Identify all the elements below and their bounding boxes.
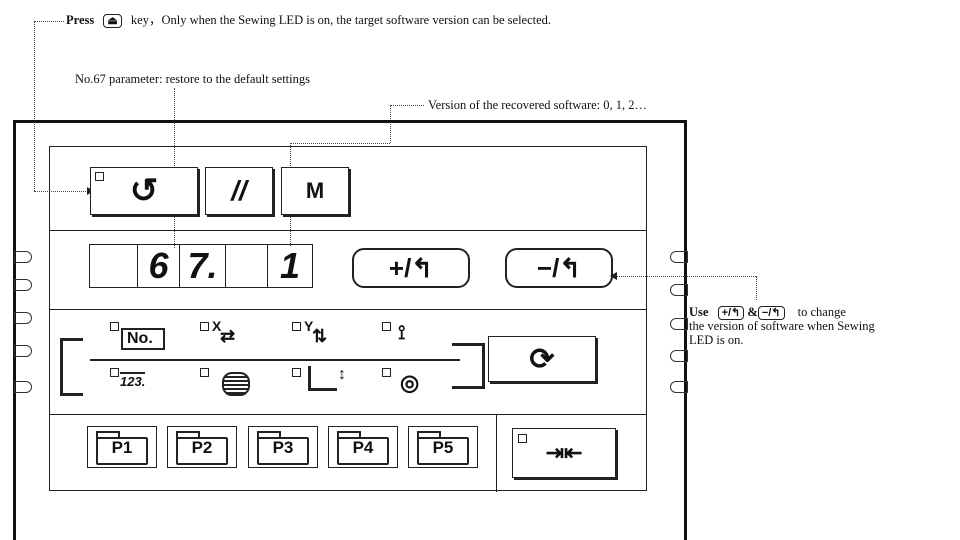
leader-line [34, 191, 90, 192]
side-led [670, 381, 688, 393]
side-led [14, 279, 32, 291]
control-panel [13, 120, 687, 540]
y-feed-icon: Y [304, 318, 314, 334]
divider [50, 230, 646, 231]
no-led [110, 322, 119, 331]
leader-line [290, 143, 390, 144]
side-led [670, 284, 688, 296]
leader-line [390, 105, 391, 143]
side-led [14, 345, 32, 357]
sewing-key-icon: ⏏ [103, 14, 122, 28]
divider [50, 309, 646, 310]
side-led [14, 381, 32, 393]
leader-line [756, 276, 757, 300]
sewing-led [518, 434, 527, 443]
leader-line [390, 105, 424, 106]
tension-led [382, 368, 391, 377]
side-led [670, 318, 688, 330]
bracket-right [452, 343, 485, 389]
press-key-note: Press ⏏ key，Only when the Sewing LED is … [66, 13, 552, 28]
panel-face [49, 146, 647, 492]
y-feed-led [292, 322, 301, 331]
x-feed-arrows-icon: ⇄ [220, 326, 236, 346]
minus-button[interactable]: −/↰ [505, 248, 613, 288]
arrow-head [610, 272, 617, 280]
menu-button[interactable]: M [281, 167, 349, 215]
leader-line [34, 21, 64, 22]
x-feed-led [200, 322, 209, 331]
x-feed-icon: X [212, 318, 222, 334]
use-note-line3: LED is on. [689, 333, 744, 347]
side-led [14, 251, 32, 263]
side-led [14, 312, 32, 324]
digit [226, 245, 268, 287]
param-note: No.67 parameter: restore to the default … [75, 72, 310, 86]
cycle-button[interactable]: ⟳ [488, 336, 596, 382]
divider [496, 414, 497, 492]
reset-button[interactable]: ↺ [90, 167, 198, 215]
thread-icon: // [231, 175, 247, 206]
counter-led [110, 368, 119, 377]
digit [90, 245, 138, 287]
version-note: Version of the recovered software: 0, 1,… [428, 98, 648, 112]
presser-led [382, 322, 391, 331]
seven-seg-display: 6 7. 1 [89, 244, 313, 288]
presser-foot-icon: ⟟ [398, 322, 406, 344]
digit: 6 [138, 245, 180, 287]
pattern-button-p4[interactable]: P4 [328, 426, 398, 468]
lift-led [292, 368, 301, 377]
lift-icon [308, 366, 337, 391]
reset-icon: ↺ [129, 172, 159, 210]
use-note: Use +/↰ &−/↰ to change [689, 305, 846, 320]
divider [50, 414, 646, 415]
lift-arrow-icon: ↕ [338, 366, 346, 383]
side-led [670, 350, 688, 362]
tension-icon: ◎ [400, 370, 420, 395]
pattern-button-p5[interactable]: P5 [408, 426, 478, 468]
menu-icon: M [305, 178, 325, 203]
digit: 7. [180, 245, 226, 287]
reset-led [95, 172, 104, 181]
pattern-button-p3[interactable]: P3 [248, 426, 318, 468]
side-led [670, 251, 688, 263]
sewing-button[interactable]: ⇥⇤ [512, 428, 616, 478]
plus-button[interactable]: +/↰ [352, 248, 470, 288]
digit: 1 [279, 245, 301, 286]
counter-icon: 123. [120, 372, 146, 389]
pattern-button-p1[interactable]: P1 [87, 426, 157, 468]
needle-icon: ⇥⇤ [545, 440, 583, 465]
pattern-button-p2[interactable]: P2 [167, 426, 237, 468]
leader-line [34, 21, 35, 191]
bracket-left [60, 338, 83, 396]
use-note-line2: the version of software when Sewing [689, 319, 875, 333]
cycle-icon: ⟳ [529, 342, 555, 376]
thread-button[interactable]: // [205, 167, 273, 215]
bobbin-icon [222, 372, 250, 396]
no-icon: No. [121, 328, 165, 350]
bobbin-led [200, 368, 209, 377]
mode-line [90, 359, 460, 361]
y-feed-arrows-icon: ⇅ [312, 326, 328, 346]
